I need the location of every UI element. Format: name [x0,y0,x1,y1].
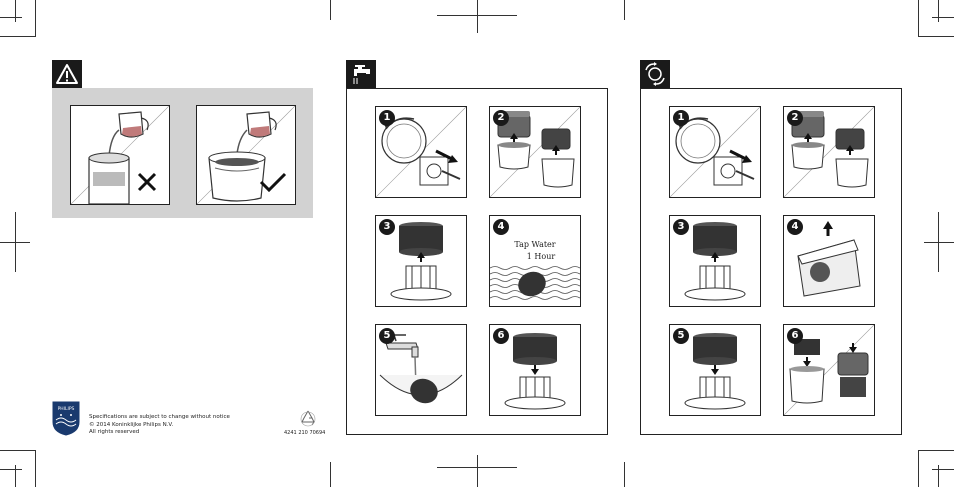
crop-mark [0,17,22,18]
tap-badge [346,60,376,88]
document-code: 4241 210 70694 [284,430,326,436]
step-1-unplug: 1 [375,106,467,198]
step-6-insert-filter: 6 [489,324,581,416]
philips-shield-logo: PHILIPS [52,401,80,436]
crop-mark [0,450,36,451]
crop-mark [0,242,30,243]
step-number: 6 [493,328,509,344]
legal-line-3: All rights reserved [89,429,140,435]
legal-line-1: Specifications are subject to change wit… [89,414,230,420]
replace-step-3-lift-filter: 3 [669,215,761,307]
step-number: 5 [673,328,689,344]
replace-step-6-assemble: 6 [783,324,875,416]
crop-mark [35,450,36,487]
step-number: 1 [673,110,689,126]
tap-water-panel: 1 2 3 [346,88,608,435]
step-number: 4 [787,219,803,235]
crop-mark [918,36,954,37]
crop-mark [938,0,939,22]
crop-mark [924,242,954,243]
crop-mark [932,469,954,470]
tap-water-label: Tap Water [514,240,556,249]
step-number: 5 [379,328,395,344]
crop-mark [624,0,625,20]
warning-badge [52,60,82,88]
filter-replace-icon [645,62,665,86]
crop-mark [918,450,954,451]
step-number: 1 [379,110,395,126]
crop-mark [918,450,919,487]
crop-mark [932,17,954,18]
step-number: 3 [673,219,689,235]
wrong-pour-illustration [70,105,170,205]
soak-duration-label: 1 Hour [526,252,556,261]
crop-mark [477,0,478,33]
crop-mark [0,469,22,470]
right-pour-illustration [196,105,296,205]
crop-mark [918,0,919,37]
step-number: 6 [787,328,803,344]
cross-mark-icon [137,172,157,192]
crop-mark [624,462,625,487]
step-number: 3 [379,219,395,235]
crop-mark [35,0,36,37]
step-5-rinse-filter: 5 [375,324,467,416]
step-number: 2 [787,110,803,126]
recycle-icon [300,410,316,427]
warning-panel [52,88,313,218]
step-2-remove-filter: 2 [489,106,581,198]
crop-mark [330,462,331,487]
tap-water-icon [353,65,370,84]
replace-badge [640,60,670,88]
crop-mark [15,0,16,22]
replace-step-4-unpack-filter: 4 [783,215,875,307]
philips-brand: PHILIPS [58,406,75,412]
step-number: 4 [493,219,509,235]
check-mark-icon [259,172,287,192]
crop-mark [330,0,331,20]
replace-step-1-unplug: 1 [669,106,761,198]
warning-icon [56,64,78,84]
crop-mark [477,455,478,487]
crop-mark [938,465,939,487]
filter-replace-panel: 1 2 3 [640,88,902,435]
step-4-soak-tap-water: 4 Tap Water 1 Hour [489,215,581,307]
replace-step-2-remove-filter: 2 [783,106,875,198]
legal-text: Specifications are subject to change wit… [89,414,249,437]
step-number: 2 [493,110,509,126]
step-3-lift-filter: 3 [375,215,467,307]
legal-line-2: © 2014 Koninklijke Philips N.V. [89,421,174,428]
crop-mark [15,465,16,487]
crop-mark [0,36,36,37]
replace-step-5-insert-filter: 5 [669,324,761,416]
